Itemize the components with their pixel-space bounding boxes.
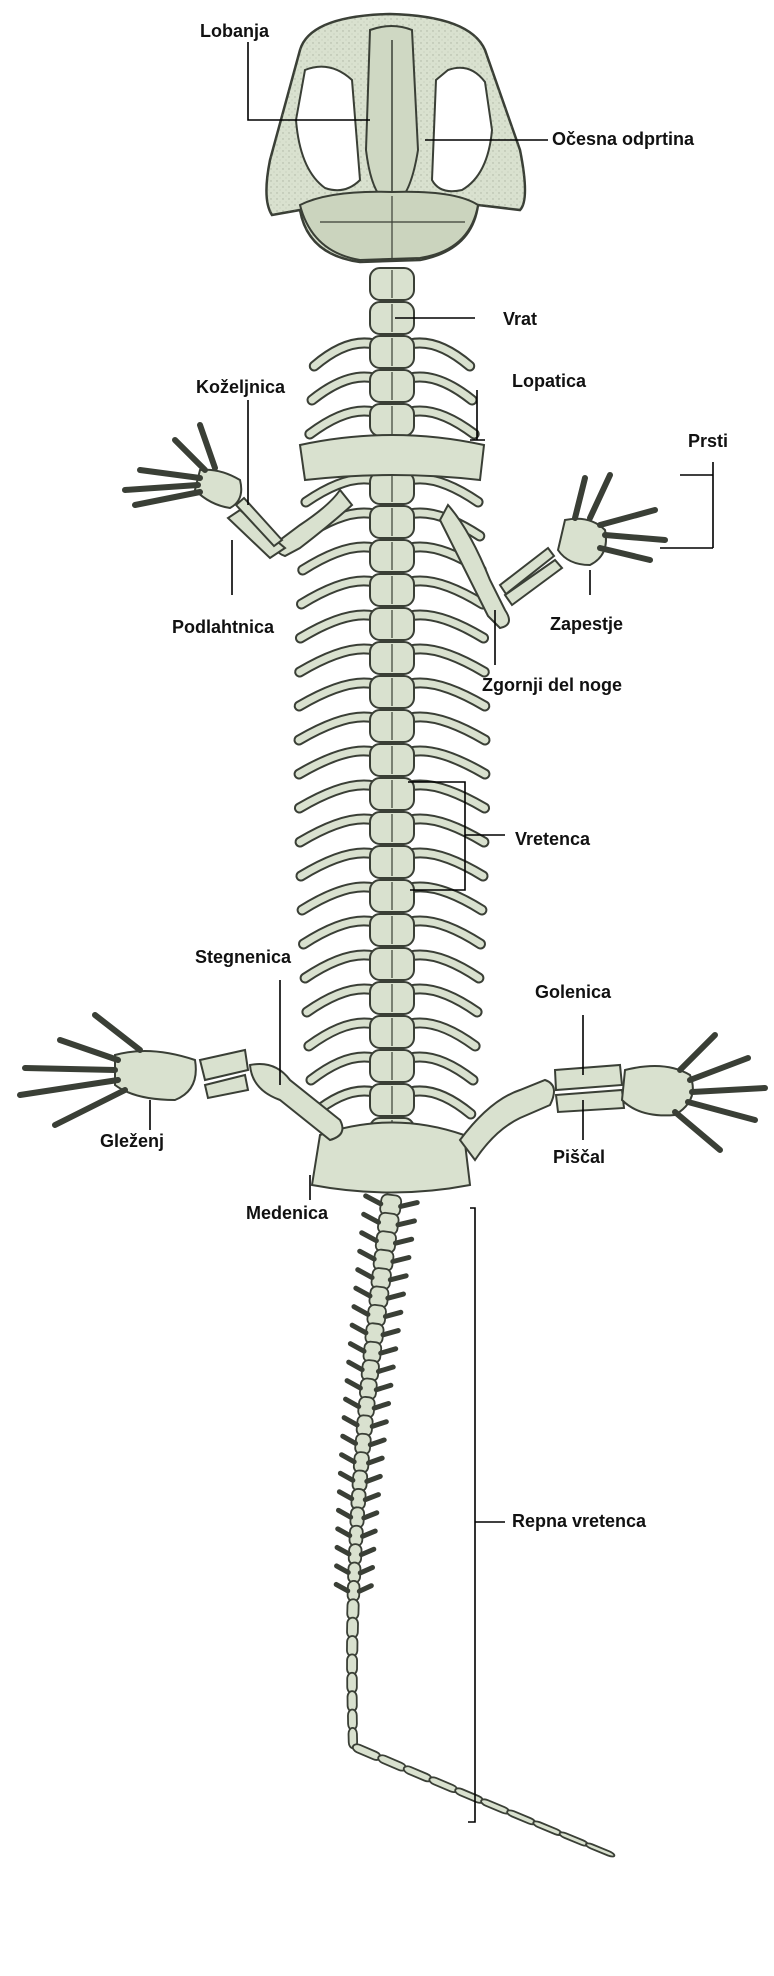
tail-vertebra xyxy=(348,1709,357,1730)
tail-process xyxy=(370,1439,384,1446)
tail-process xyxy=(337,1547,349,1554)
tail-process xyxy=(378,1365,393,1373)
tail-vertebra-body xyxy=(559,1831,589,1847)
tail-vertebra xyxy=(347,1636,358,1657)
tail-vertebra xyxy=(480,1798,510,1815)
tail-process xyxy=(342,1436,356,1443)
tail-process xyxy=(350,1344,365,1352)
tail-vertebra-body xyxy=(506,1809,536,1826)
tail-process xyxy=(361,1233,377,1241)
tail-vertebra-body xyxy=(347,1636,358,1657)
tail-process xyxy=(398,1219,414,1227)
tail-process xyxy=(346,1381,361,1388)
tail-process xyxy=(340,1473,353,1480)
label-piscal: Piščal xyxy=(553,1148,605,1166)
label-zapestje: Zapestje xyxy=(550,615,623,633)
tail-process xyxy=(344,1418,358,1425)
tail-process xyxy=(365,1494,378,1501)
tail-vertebra xyxy=(403,1765,433,1783)
tail-process xyxy=(365,1196,382,1204)
tail-vertebra xyxy=(347,1618,358,1639)
tail-process xyxy=(364,1512,377,1519)
label-vretenca: Vretenca xyxy=(515,830,590,848)
label-golenica: Golenica xyxy=(535,983,611,1001)
tail-vertebra xyxy=(347,1654,357,1674)
tail-process xyxy=(336,1566,348,1573)
tail-process xyxy=(341,1455,355,1462)
tail-process xyxy=(376,1384,391,1391)
tail-process xyxy=(359,1585,371,1591)
label-stegnenica: Stegnenica xyxy=(195,948,291,966)
tail-vertebra-body xyxy=(348,1709,357,1730)
tail-process xyxy=(388,1292,404,1300)
label-lobanja: Lobanja xyxy=(200,22,269,40)
tail-process xyxy=(348,1362,363,1370)
tail-process xyxy=(359,1251,375,1259)
tail-vertebra-body xyxy=(377,1754,407,1773)
tail-vertebra-body xyxy=(428,1776,458,1794)
tail-vertebra-body xyxy=(585,1842,615,1858)
tail-process xyxy=(381,1347,396,1355)
label-ocesna-odprtina: Očesna odprtina xyxy=(552,130,694,148)
label-podlahtnica: Podlahtnica xyxy=(172,618,274,636)
tail-process xyxy=(339,1492,352,1499)
tail-process xyxy=(369,1457,383,1464)
tail-process xyxy=(393,1256,409,1264)
tail-process xyxy=(345,1399,359,1406)
leader-lines xyxy=(150,42,713,1822)
tail-process xyxy=(360,1567,372,1574)
tail-process xyxy=(363,1530,376,1537)
tail-process xyxy=(338,1510,351,1517)
tail-vertebra xyxy=(559,1831,589,1847)
label-vrat: Vrat xyxy=(503,310,537,328)
tail-process xyxy=(395,1237,411,1245)
label-glezenj: Gleženj xyxy=(100,1132,164,1150)
label-prsti: Prsti xyxy=(688,432,728,450)
label-medenica: Medenica xyxy=(246,1204,328,1222)
tail-process xyxy=(357,1270,373,1278)
tail-process xyxy=(337,1529,350,1536)
label-repna-vretenca: Repna vretenca xyxy=(512,1512,646,1530)
tail-process xyxy=(351,1325,366,1333)
tail-vertebra xyxy=(347,1673,357,1693)
tail-vertebra xyxy=(506,1809,536,1826)
tail-process xyxy=(353,1307,368,1315)
skull-shape xyxy=(266,14,525,262)
tail-vertebra xyxy=(377,1754,407,1773)
tail-process xyxy=(401,1201,418,1209)
tail-vertebra-body xyxy=(347,1691,356,1711)
tail-vertebra xyxy=(585,1842,615,1858)
tail-process xyxy=(383,1329,398,1337)
tail-vertebra xyxy=(454,1787,484,1805)
tail-process xyxy=(374,1402,388,1409)
tail-vertebra-body xyxy=(347,1654,357,1674)
tail-vertebra-body xyxy=(347,1618,358,1639)
tail-process xyxy=(363,1214,379,1222)
label-zgornji-del-noge: Zgornji del noge xyxy=(482,676,622,694)
tail-process xyxy=(367,1475,380,1482)
tail-vertebra xyxy=(347,1599,359,1620)
tail-process xyxy=(355,1288,371,1296)
tail-vertebra xyxy=(347,1691,356,1711)
tail-vertebra-body xyxy=(532,1820,562,1836)
tail-vertebra xyxy=(428,1776,458,1794)
tail-vertebra-body xyxy=(480,1798,510,1815)
tail-process xyxy=(385,1311,400,1319)
tail-vertebra xyxy=(532,1820,562,1836)
tail-process xyxy=(390,1274,406,1282)
tail-process xyxy=(336,1584,348,1590)
tail-vertebra-body xyxy=(347,1599,359,1620)
tail-vertebra-body xyxy=(347,1673,357,1693)
spine-bones xyxy=(299,268,485,1184)
tail-vertebra-body xyxy=(454,1787,484,1805)
tail-process xyxy=(372,1420,386,1427)
tail-process xyxy=(361,1549,373,1556)
label-lopatica: Lopatica xyxy=(512,372,586,390)
tail-vertebra-body xyxy=(403,1765,433,1783)
tail-vertebra-body xyxy=(351,1743,381,1762)
label-kozeljnica: Koželjnica xyxy=(196,378,285,396)
tail-vertebra xyxy=(351,1743,381,1762)
